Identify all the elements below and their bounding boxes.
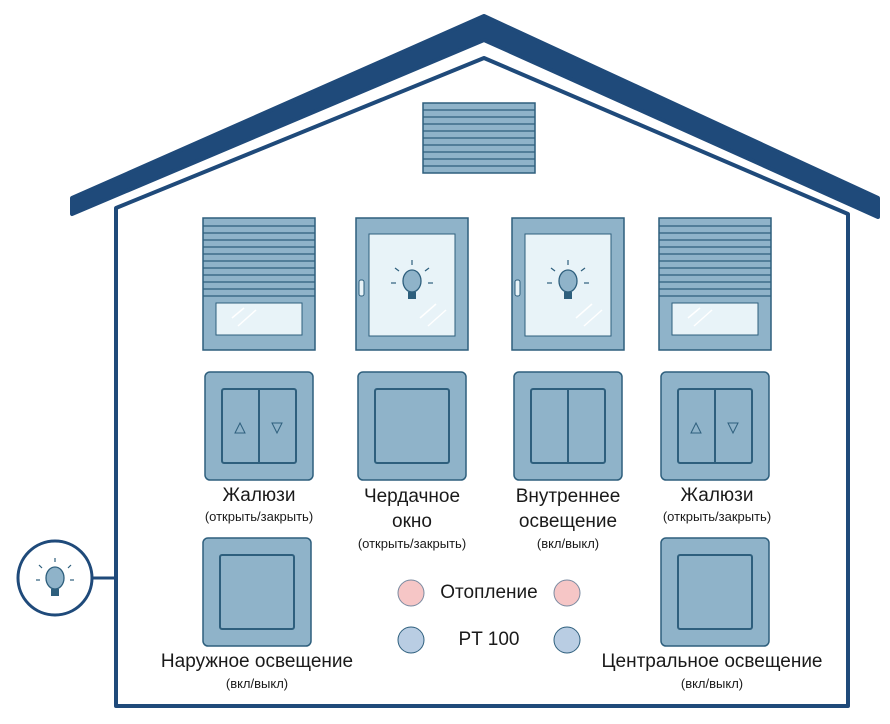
pt100-indicator-left bbox=[397, 626, 425, 654]
central-light-subtitle: (вкл/выкл) bbox=[680, 676, 744, 691]
window-attic[interactable] bbox=[355, 217, 469, 351]
switch-interior-title-2: освещение bbox=[518, 511, 618, 532]
pt100-indicator-right bbox=[553, 626, 581, 654]
switch-interior-subtitle: (вкл/выкл) bbox=[536, 536, 600, 551]
switch-blind-right-title: Жалюзи bbox=[680, 485, 754, 506]
switch-attic-title-1: Чердачное bbox=[363, 486, 461, 507]
window-handle-icon bbox=[514, 279, 521, 297]
switch-attic-subtitle: (открыть/закрыть) bbox=[357, 536, 467, 551]
blind-up-icon bbox=[234, 421, 246, 434]
blind-down-icon bbox=[271, 422, 283, 435]
house-roof bbox=[70, 14, 880, 219]
switch-interior-title-1: Внутреннее bbox=[515, 486, 621, 507]
window-blind-right[interactable] bbox=[658, 217, 772, 351]
bulb-icon bbox=[36, 558, 74, 596]
pt100-label: PT 100 bbox=[458, 629, 520, 650]
window-blind-left[interactable] bbox=[202, 217, 316, 351]
outdoor-lamp bbox=[16, 539, 94, 617]
blind-down-icon bbox=[727, 422, 739, 435]
switch-blind-left-title: Жалюзи bbox=[222, 485, 296, 506]
switch-blind-right[interactable] bbox=[660, 371, 770, 481]
switch-attic-window[interactable] bbox=[357, 371, 467, 481]
house-walls bbox=[114, 56, 850, 708]
switch-central-light[interactable] bbox=[660, 537, 770, 647]
switch-blind-right-subtitle: (открыть/закрыть) bbox=[662, 509, 772, 524]
heating-indicator-left bbox=[397, 579, 425, 607]
window-interior[interactable] bbox=[511, 217, 625, 351]
switch-outdoor-light[interactable] bbox=[202, 537, 312, 647]
bulb-icon bbox=[547, 260, 589, 299]
outdoor-light-subtitle: (вкл/выкл) bbox=[225, 676, 289, 691]
outdoor-light-title: Наружное освещение bbox=[160, 651, 354, 672]
attic-vent bbox=[422, 102, 536, 174]
switch-blind-left[interactable] bbox=[204, 371, 314, 481]
switch-interior-light[interactable] bbox=[513, 371, 623, 481]
switch-attic-title-2: окно bbox=[392, 511, 432, 532]
switch-blind-left-subtitle: (открыть/закрыть) bbox=[204, 509, 314, 524]
blind-up-icon bbox=[690, 421, 702, 434]
bulb-icon bbox=[391, 260, 433, 299]
heating-indicator-right bbox=[553, 579, 581, 607]
window-handle-icon bbox=[358, 279, 365, 297]
heating-label: Отопление bbox=[440, 582, 538, 603]
central-light-title: Центральное освещение bbox=[601, 651, 823, 672]
